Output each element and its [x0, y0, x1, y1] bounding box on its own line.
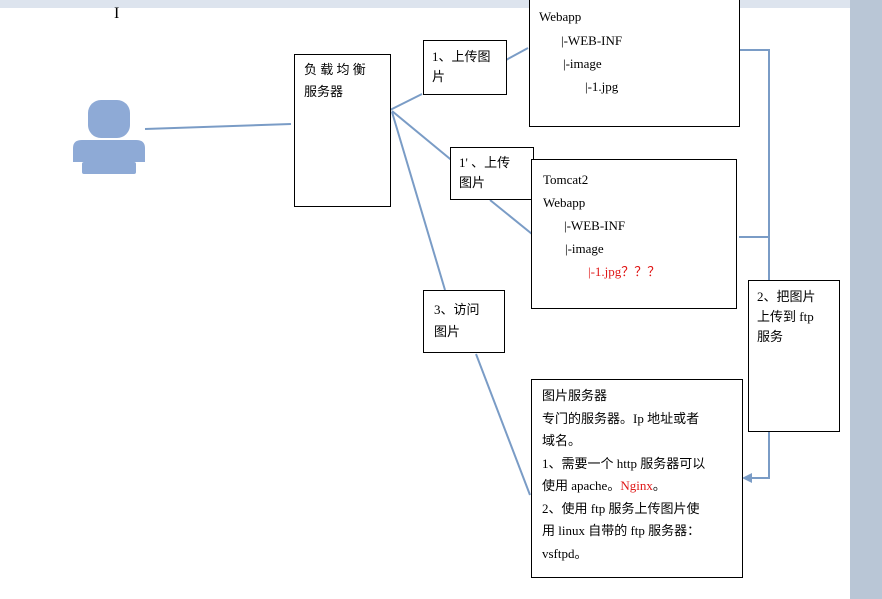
image-server-line8: vsftpd。 — [542, 545, 588, 561]
upload-label-1b-line1: 1' 、上传 — [459, 155, 511, 170]
tomcat1-line-file: |-1.jpg — [585, 79, 619, 94]
label3-to-imgserver-line — [475, 353, 531, 496]
access-label: 3、访问 图片 — [423, 290, 505, 353]
upload-label-1b-line2: 图片 — [459, 175, 486, 190]
load-balancer-line2: 服务器 — [304, 84, 344, 99]
upload-label-1b: 1' 、上传 图片 — [450, 147, 534, 200]
tomcat2-line-webapp: Webapp — [543, 195, 586, 210]
image-server-line5-c: 。 — [652, 478, 666, 493]
tomcat1-to-imgserver-arrow — [739, 49, 770, 479]
tomcat1-line-image: |-image — [563, 56, 602, 71]
image-server-line3: 域名。 — [542, 433, 582, 448]
tomcat1-box: Webapp |-WEB-INF |-image |-1.jpg — [529, 0, 740, 127]
upload-label-1: 1、上传图 片 — [423, 40, 507, 95]
nginx-highlight: Nginx — [620, 478, 653, 493]
tomcat1-line-webapp: Webapp — [539, 9, 582, 24]
tomcat2-line-webinf: |-WEB-INF — [564, 218, 626, 233]
tomcat2-box: Tomcat2 Webapp |-WEB-INF |-image |-1.jpg… — [531, 159, 737, 309]
tomcat2-line-image: |-image — [565, 241, 604, 256]
user-to-lb-line — [144, 123, 292, 130]
image-server-line5: 使用 apache。Nginx。 — [542, 475, 742, 498]
cursor-mark: I — [114, 5, 119, 22]
tomcat2-missing-file: |-1.jpg？？？ — [588, 264, 661, 279]
ftp-upload-label: 2、把图片 上传到 ftp 服务 — [748, 280, 840, 432]
ruler-bar — [0, 0, 850, 8]
ftp-upload-label-line3: 服务 — [757, 329, 784, 344]
arrowhead-icon — [742, 473, 752, 483]
lb-to-label1-line — [389, 93, 423, 111]
image-server-line7: 用 linux 自带的 ftp 服务器： — [542, 523, 701, 538]
access-label-line2: 图片 — [434, 324, 461, 339]
access-label-line1: 3、访问 — [434, 302, 480, 317]
user-icon — [73, 100, 145, 174]
image-server-line2: 专门的服务器。Ip 地址或者 — [542, 410, 700, 426]
load-balancer-box: 负 载 均 衡 服务器 — [294, 54, 391, 207]
label1-to-tomcat1-line — [505, 47, 529, 61]
ftp-upload-label-line2: 上传到 ftp — [757, 309, 814, 324]
lb-to-label3-line — [391, 111, 446, 291]
tomcat2-title: Tomcat2 — [543, 172, 589, 187]
image-server-line5-a: 使用 apache。 — [542, 478, 621, 493]
image-server-line6: 2、使用 ftp 服务上传图片使 — [542, 500, 700, 516]
ftp-upload-label-line1: 2、把图片 — [757, 289, 816, 304]
upload-label-1-line2: 片 — [432, 69, 446, 84]
load-balancer-line1: 负 载 均 衡 — [304, 62, 366, 77]
label1b-to-tomcat2-line — [489, 199, 533, 235]
upload-label-1-line1: 1、上传图 — [432, 49, 491, 64]
window-side-panel — [850, 0, 882, 599]
image-server-line1: 图片服务器 — [542, 388, 608, 403]
tomcat1-line-webinf: |-WEB-INF — [561, 33, 623, 48]
image-server-line4: 1、需要一个 http 服务器可以 — [542, 455, 706, 471]
lb-to-label1b-line — [391, 110, 456, 164]
image-server-box: 图片服务器 专门的服务器。Ip 地址或者 域名。 1、需要一个 http 服务器… — [531, 379, 743, 578]
